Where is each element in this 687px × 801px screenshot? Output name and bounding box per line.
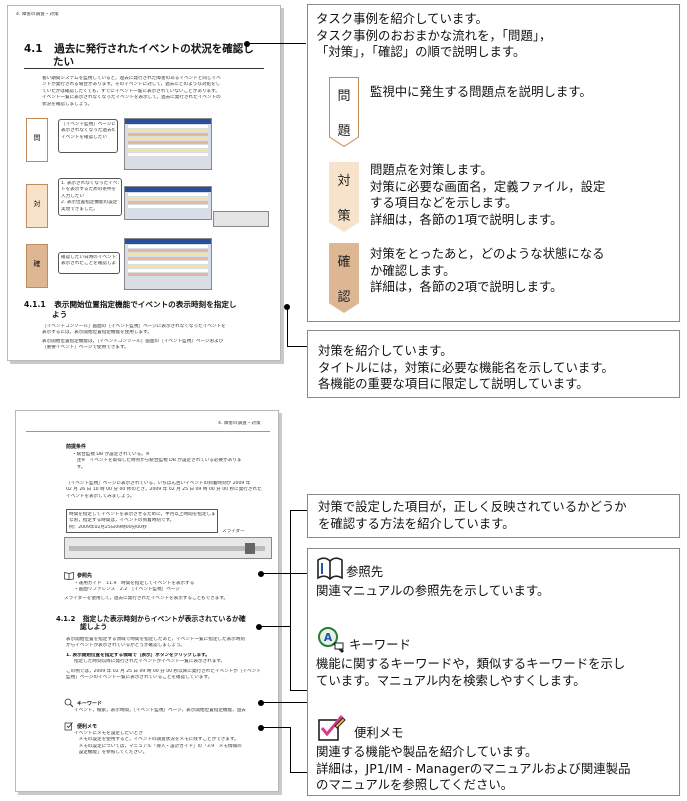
connector-line-task — [247, 43, 306, 44]
connector-line-keyword — [261, 702, 311, 703]
subsection-title-2: 4.1.2 指定した表示時刻からイベントが表示されているか確 認しよう — [56, 615, 246, 632]
prerequisite-list: ・統合監視 DB が設定されている。※ 注※ イベントを取得した時点から統合監視… — [72, 452, 242, 470]
svg-text:A: A — [324, 631, 333, 644]
pencil-check-icon — [318, 715, 346, 741]
page-thumbnail-2: 4. 障害の調査・対策 前提条件 ・統合監視 DB が設定されている。※ 注※ … — [15, 410, 279, 792]
subsection-body: ［イベントコンソール］画面の［イベント監視］ページに表示されなくなったイベントを… — [42, 324, 226, 351]
prerequisite-heading: 前提条件 — [66, 444, 87, 450]
connector-dot-memo — [258, 725, 264, 731]
keyword-block: キーワード イベント，検索，表示時間，［イベント監視］ページ，表示開始位置指定機… — [64, 698, 270, 714]
callout-box: 時間を指定してイベントを表示させるために，半月以上時間を指定します。 なお，指定… — [66, 509, 218, 533]
screenshot-event-monitor-1 — [124, 118, 212, 170]
flow-bubble-confirm: 確認したい日時のイベントが 表示されたことを確認しよう。 — [58, 252, 120, 274]
annotation-keyword: A キーワード 機能に関するキーワードや，類似するキーワードを示し ています。マ… — [316, 626, 676, 689]
chapter-header-2: 4. 障害の調査・対策 — [218, 421, 261, 426]
annotation-icons — [307, 548, 680, 796]
connector-line-verify — [259, 626, 290, 627]
annotation-memo: 便利メモ 関連する機能や製品を紹介しています。 詳細は，JP1/IM - Man… — [316, 714, 676, 794]
open-book-icon — [64, 572, 74, 580]
open-book-icon — [317, 557, 343, 581]
connector-line-memo — [261, 727, 291, 728]
magnifier-a-icon — [64, 698, 74, 708]
connector-line-countermeasure — [287, 346, 307, 347]
step-badge-measure: 対 策 — [329, 162, 359, 232]
annotation-problem-text: 監視中に発生する問題点を説明します。 — [370, 84, 592, 99]
flow-step-problem: 問 — [26, 118, 48, 162]
flow-bubble-problem: ［イベント監視］ページに 表示されなくなった過去の イベントを確認したい — [58, 119, 118, 153]
screenshot-slider-bar — [64, 537, 272, 559]
screenshot-event-monitor-2 — [124, 186, 212, 220]
connector-dot-reference — [258, 571, 264, 577]
pencil-check-icon — [64, 722, 73, 731]
annotation-reference: 参照先 関連マニュアルの参照先を示しています。 — [316, 555, 676, 600]
magnifier-a-icon: A — [318, 627, 345, 654]
connector-dot-keyword — [258, 700, 264, 706]
connector-dot-verify — [256, 624, 262, 630]
subsection-title: 4.1.1 表示開始位置指定機能でイベントの表示時刻を指定し よう — [24, 300, 237, 319]
annotation-verify: 対策で設定した項目が，正しく反映されているかどうか を確認する方法を紹介していま… — [307, 494, 680, 538]
connector-line-reference — [261, 573, 311, 574]
annotation-measure-text: 問題点を対策します。 対策に必要な画面名，定義ファイル，設定 する項目などを示し… — [370, 162, 606, 227]
annotation-countermeasure: 対策を紹介しています。 タイトルには，対策に必要な機能名を示しています。 各機能… — [307, 330, 680, 398]
intro-paragraph: 長い期間システムを監視していると，過去に発行された障害のあるイベントと同じイベ … — [42, 76, 221, 107]
flow-bubble-measure: 1. 表示されなくなったイベン トを表示するための条件を 入力したい 2. 表示… — [58, 178, 122, 216]
example-paragraph: ［イベント監視］ページに表示されている，いちばん古いイベントの到着時刻が 200… — [66, 481, 262, 499]
screenshot-event-monitor-4 — [124, 238, 212, 290]
subsection-body-2: 表示開始位置を指定する領域で時間を指定したあと，イベント一覧に指定した表示時刻 … — [66, 637, 261, 681]
flow-step-confirm: 確 — [26, 244, 48, 288]
annotation-task: タスク事例を紹介しています。 タスク事例のおおまかな流れを，「問題」， 「対策」… — [307, 4, 680, 322]
screenshot-event-monitor-3 — [213, 211, 269, 227]
section-title: 4.1 過去に発行されたイベントの状況を確認し たい — [24, 43, 274, 68]
flow-step-measure: 対 — [26, 184, 48, 228]
reference-block: 参照先 ・運用ガイド 11.9 時間を指定してイベントを表示する ・画面リファレ… — [64, 572, 229, 601]
step-badge-problem: 問 題 — [329, 77, 359, 147]
connector-dot-task — [244, 41, 250, 47]
section-title-line-1: 過去に発行されたイベントの状況を確認し — [54, 43, 254, 55]
annotation-confirm-text: 対策をとったあと，どのような状態になる か確認します。 詳細は，各節の2項で説明… — [370, 246, 605, 295]
chapter-header: 4. 障害の調査・対策 — [16, 12, 59, 17]
section-title-line-2: たい — [53, 55, 74, 68]
step-badge-confirm: 確 認 — [329, 243, 359, 313]
section-number: 4.1 — [24, 43, 43, 55]
page-thumbnail-1: 4. 障害の調査・対策 4.1 過去に発行されたイベントの状況を確認し たい 長… — [7, 5, 281, 361]
step-outline-problem — [329, 77, 359, 147]
slider-label: スライダー — [222, 529, 245, 534]
memo-block: 便利メモ イベントにメモを設定したいとき メモの設定を使用すると，イベントの調査… — [64, 721, 270, 757]
